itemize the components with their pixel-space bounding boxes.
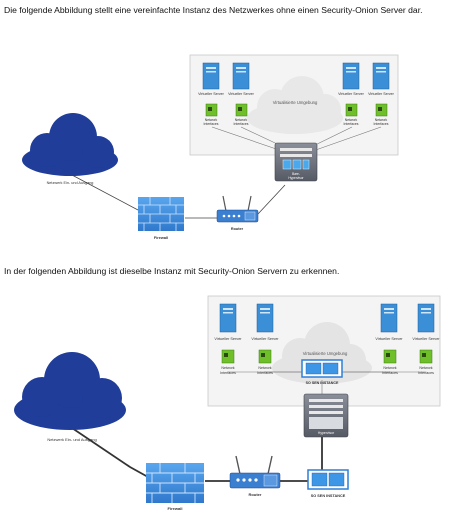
security-onion-instance-bottom: SO SEN INSTANCE (307, 469, 349, 498)
network-interface-4: Network Interfaces (418, 349, 434, 375)
server-label: Virtueller Server (251, 337, 279, 341)
network-interface-3: Network Interfaces (344, 103, 359, 126)
svg-text:Bare-: Bare- (292, 172, 300, 176)
svg-text:Interfaces: Interfaces (234, 122, 249, 126)
svg-text:Interfaces: Interfaces (220, 371, 236, 375)
server-label: Virtueller Server (214, 337, 242, 341)
internal-links (228, 371, 425, 398)
firewall-label: Firewall (168, 506, 183, 511)
internet-cloud (14, 352, 126, 430)
router-icon (216, 195, 259, 223)
hypervisor-label: Hypervisor (318, 431, 335, 435)
svg-text:Network: Network (235, 118, 248, 122)
so-instance-label: SO SEN INSTANCE (306, 381, 339, 385)
firewall-icon (146, 463, 204, 503)
svg-text:Network: Network (205, 118, 218, 122)
cloud-label: Virtualisierte Umgebung (273, 100, 318, 105)
svg-text:Interfaces: Interfaces (374, 122, 389, 126)
virtual-server-3: Virtueller Server (375, 303, 403, 341)
svg-text:Interfaces: Interfaces (204, 122, 219, 126)
router-label: Router (231, 227, 244, 231)
network-interface-2: Network Interfaces (234, 103, 249, 126)
caption-first: Die folgende Abbildung stellt eine verei… (4, 5, 423, 15)
virtual-server-1: Virtueller Server (198, 62, 225, 96)
svg-text:Network: Network (383, 366, 396, 370)
server-label: Virtueller Server (375, 337, 403, 341)
cloud-label: Virtualisierte Umgebung (303, 351, 348, 356)
virtual-server-3: Virtueller Server (338, 62, 365, 96)
network-diagram-with-security-onion: Virtualisierte Umgebung Virtueller Serve… (14, 295, 441, 511)
hypervisor-icon: Hypervisor (303, 393, 349, 438)
hypervisor-icon: Bare- Hypervisor (274, 142, 318, 182)
server-label: Virtueller Server (368, 92, 395, 96)
svg-text:Network: Network (375, 118, 388, 122)
network-interface-3: Network Interfaces (382, 349, 398, 375)
server-label: Virtueller Server (338, 92, 365, 96)
svg-text:Interfaces: Interfaces (418, 371, 434, 375)
svg-text:Network: Network (345, 118, 358, 122)
svg-text:Interfaces: Interfaces (344, 122, 359, 126)
router-icon (229, 455, 281, 489)
network-interface-4: Network Interfaces (374, 103, 389, 126)
router-label: Router (249, 492, 262, 497)
server-label: Virtueller Server (412, 337, 440, 341)
server-label: Virtueller Server (228, 92, 255, 96)
network-interface-1: Network Interfaces (204, 103, 219, 126)
caption-second: In der folgenden Abbildung ist dieselbe … (4, 266, 340, 276)
virtual-server-4: Virtueller Server (412, 303, 440, 341)
virtualized-environment-cloud (247, 76, 343, 134)
firewall-label: Firewall (154, 236, 168, 240)
security-onion-instance: SO SEN INSTANCE (301, 359, 343, 385)
server-label: Virtueller Server (198, 92, 225, 96)
network-diagram-without-security-onion: Virtualisierte Umgebung Virtueller Serve… (22, 54, 399, 240)
svg-text:Hypervisor: Hypervisor (288, 176, 304, 180)
internet-label: Netzwerk Ein- und Ausgang (47, 181, 94, 185)
internet-label: Netzwerk Ein- und Ausgang (47, 437, 96, 442)
svg-text:Network: Network (419, 366, 432, 370)
network-interface-1: Network Interfaces (220, 349, 236, 375)
internet-cloud (22, 113, 118, 176)
svg-text:Network: Network (221, 366, 234, 370)
network-interface-2: Network Interfaces (257, 349, 273, 375)
virtual-server-4: Virtueller Server (368, 62, 395, 96)
external-links (71, 427, 323, 482)
svg-text:Network: Network (258, 366, 271, 370)
svg-text:Interfaces: Interfaces (382, 371, 398, 375)
firewall-icon (138, 197, 184, 231)
virtual-server-1: Virtueller Server (214, 303, 242, 341)
so-instance-label-bottom: SO SEN INSTANCE (311, 494, 346, 498)
virtual-server-2: Virtueller Server (251, 303, 279, 341)
virtual-server-2: Virtueller Server (228, 62, 255, 96)
svg-text:Interfaces: Interfaces (257, 371, 273, 375)
